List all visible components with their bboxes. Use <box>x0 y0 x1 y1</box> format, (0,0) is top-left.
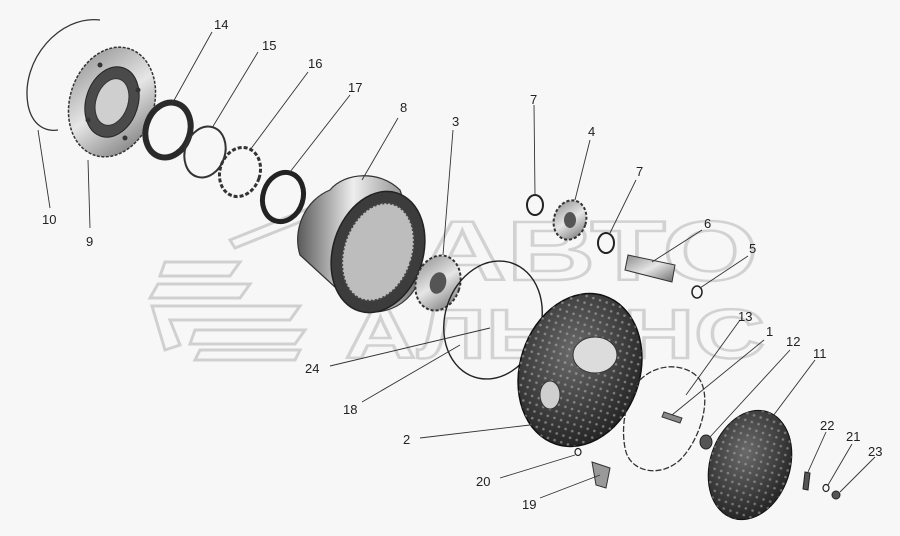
callout-4: 4 <box>588 124 595 139</box>
callout-19: 19 <box>522 497 536 512</box>
part-14-friction-ring <box>142 99 194 161</box>
callout-17: 17 <box>348 80 362 95</box>
callout-10: 10 <box>42 212 56 227</box>
callout-23: 23 <box>868 444 882 459</box>
part-5-small-ring <box>691 285 703 299</box>
callout-7-lower: 7 <box>636 164 643 179</box>
part-8-ring-gear <box>297 175 426 314</box>
part-19-bolt <box>591 461 611 489</box>
callout-1: 1 <box>766 324 773 339</box>
callout-15: 15 <box>262 38 276 53</box>
part-1-bolt <box>661 411 683 424</box>
part-23-nut <box>831 490 841 500</box>
callout-9: 9 <box>86 234 93 249</box>
callout-16: 16 <box>308 56 322 71</box>
callout-labels: 10 9 14 15 16 17 8 3 7 4 7 6 5 13 1 12 1… <box>42 17 882 512</box>
part-2-carrier-disc <box>517 292 643 448</box>
part-21-washer <box>822 483 830 493</box>
callout-12: 12 <box>786 334 800 349</box>
part-13-gasket <box>622 366 706 472</box>
part-3-planet-gear <box>414 254 462 312</box>
callout-2: 2 <box>403 432 410 447</box>
watermark-line1: АВТО <box>418 204 758 298</box>
part-7b-ring <box>597 232 615 254</box>
callout-22: 22 <box>820 418 834 433</box>
part-10-retaining-ring <box>26 19 101 131</box>
part-22-stud <box>802 471 811 491</box>
part-15-thin-ring <box>183 125 227 179</box>
callout-8: 8 <box>400 100 407 115</box>
part-20-washer <box>574 447 582 457</box>
callout-20: 20 <box>476 474 490 489</box>
callout-6: 6 <box>704 216 711 231</box>
callout-24: 24 <box>305 361 319 376</box>
callout-21: 21 <box>846 429 860 444</box>
part-4-sun-gear <box>552 199 588 241</box>
part-16-lock-washer <box>217 145 263 199</box>
callout-11: 11 <box>813 346 827 361</box>
callout-13: 13 <box>738 309 752 324</box>
callout-18: 18 <box>343 402 357 417</box>
part-17-ring <box>259 169 307 225</box>
callout-5: 5 <box>749 241 756 256</box>
part-6-shaft <box>624 254 676 283</box>
part-9-toothed-hub <box>67 46 157 158</box>
callout-14: 14 <box>214 17 228 32</box>
part-12-nut <box>699 434 713 450</box>
callout-7-top: 7 <box>530 92 537 107</box>
part-11-cover <box>707 409 793 521</box>
callout-3: 3 <box>452 114 459 129</box>
leader-lines <box>37 31 876 499</box>
